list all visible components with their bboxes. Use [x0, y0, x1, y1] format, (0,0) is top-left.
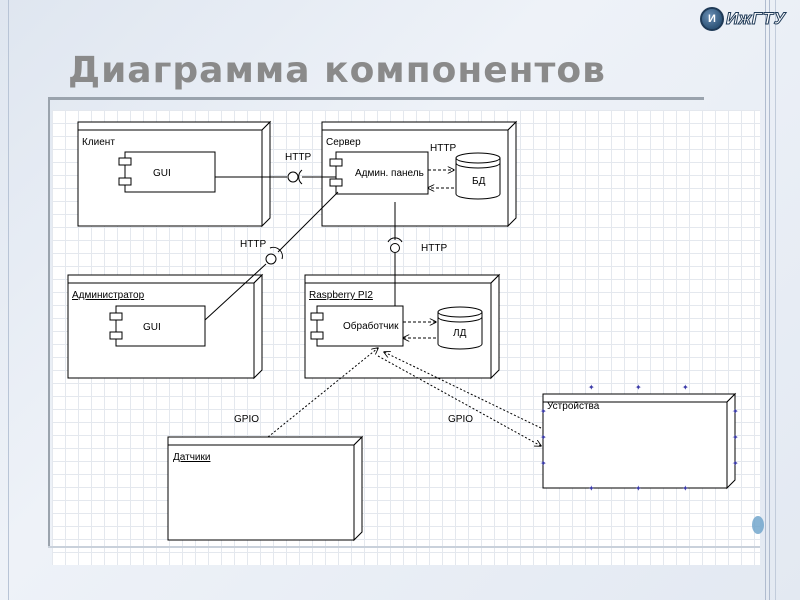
decorative-circle	[752, 516, 764, 534]
component-client-gui-label: GUI	[153, 168, 171, 179]
node-client: Клиент GUI	[77, 120, 272, 228]
database-server-label: БД	[472, 176, 486, 187]
node-devices-label: Устройства	[547, 401, 600, 412]
node-server-label: Сервер	[326, 137, 361, 148]
node-rpi-label: Raspberry PI2	[309, 290, 373, 301]
slide-border-left	[8, 0, 9, 600]
svg-text:✦: ✦	[682, 484, 689, 493]
slide-title: Диаграмма компонентов	[68, 50, 606, 91]
node-admin: Администратор GUI	[67, 273, 264, 380]
component-handler-label: Обработчик	[343, 320, 399, 332]
edge-server-db-label: HTTP	[430, 143, 456, 154]
node-devices: Устройства ✦ ✦ ✦ ✦ ✦ ✦ ✦ ✦ ✦ ✦ ✦ ✦	[540, 383, 739, 493]
component-admin-gui: GUI	[109, 305, 206, 347]
edge-devices-rpi: GPIO	[377, 352, 541, 446]
svg-text:✦: ✦	[732, 433, 739, 442]
edge-sensors-rpi-label: GPIO	[234, 414, 259, 425]
node-server: Сервер Админ. панель БД HTTP	[321, 120, 518, 228]
edge-server-rpi: HTTP	[387, 202, 447, 306]
component-admin-panel: Админ. панель	[329, 151, 429, 195]
edge-admin-server-label: HTTP	[240, 239, 266, 250]
logo: И ИжГТУ	[700, 6, 800, 32]
logo-emblem-icon: И	[700, 7, 724, 31]
svg-text:✦: ✦	[588, 383, 595, 392]
slide-border-right	[765, 0, 770, 600]
svg-text:✦: ✦	[635, 383, 642, 392]
node-sensors: Датчики	[167, 435, 364, 542]
svg-text:✦: ✦	[540, 407, 547, 416]
component-handler: Обработчик	[310, 305, 404, 347]
svg-text:✦: ✦	[682, 383, 689, 392]
selection-handles: ✦ ✦ ✦ ✦ ✦ ✦ ✦ ✦ ✦ ✦ ✦ ✦	[540, 383, 739, 493]
svg-text:✦: ✦	[732, 407, 739, 416]
edge-client-server-label: HTTP	[285, 152, 311, 163]
database-rpi: ЛД	[437, 306, 483, 350]
edge-server-rpi-label: HTTP	[421, 243, 447, 254]
svg-text:✦: ✦	[540, 433, 547, 442]
node-sensors-label: Датчики	[173, 452, 210, 463]
edge-admin-server: HTTP	[204, 191, 339, 321]
component-admin-gui-label: GUI	[143, 322, 161, 333]
component-client-gui: GUI	[118, 151, 216, 193]
svg-text:✦: ✦	[635, 484, 642, 493]
edge-devices-rpi-label: GPIO	[448, 414, 473, 425]
content-bottom-rule	[48, 546, 760, 548]
slide-border-right-inner	[775, 0, 776, 600]
database-server: БД	[455, 152, 501, 200]
svg-text:✦: ✦	[540, 459, 547, 468]
svg-text:✦: ✦	[732, 459, 739, 468]
node-client-label: Клиент	[82, 137, 115, 148]
edge-client-server: HTTP	[215, 152, 336, 185]
content-left-rule	[48, 97, 50, 547]
node-rpi: Raspberry PI2 Обработчик ЛД	[304, 273, 501, 380]
node-admin-label: Администратор	[72, 290, 145, 301]
database-rpi-label: ЛД	[453, 328, 467, 339]
edge-sensors-rpi: GPIO	[234, 348, 378, 438]
component-admin-panel-label: Админ. панель	[355, 168, 424, 179]
logo-text: ИжГТУ	[726, 9, 786, 29]
title-underline	[48, 97, 704, 100]
svg-text:✦: ✦	[588, 484, 595, 493]
